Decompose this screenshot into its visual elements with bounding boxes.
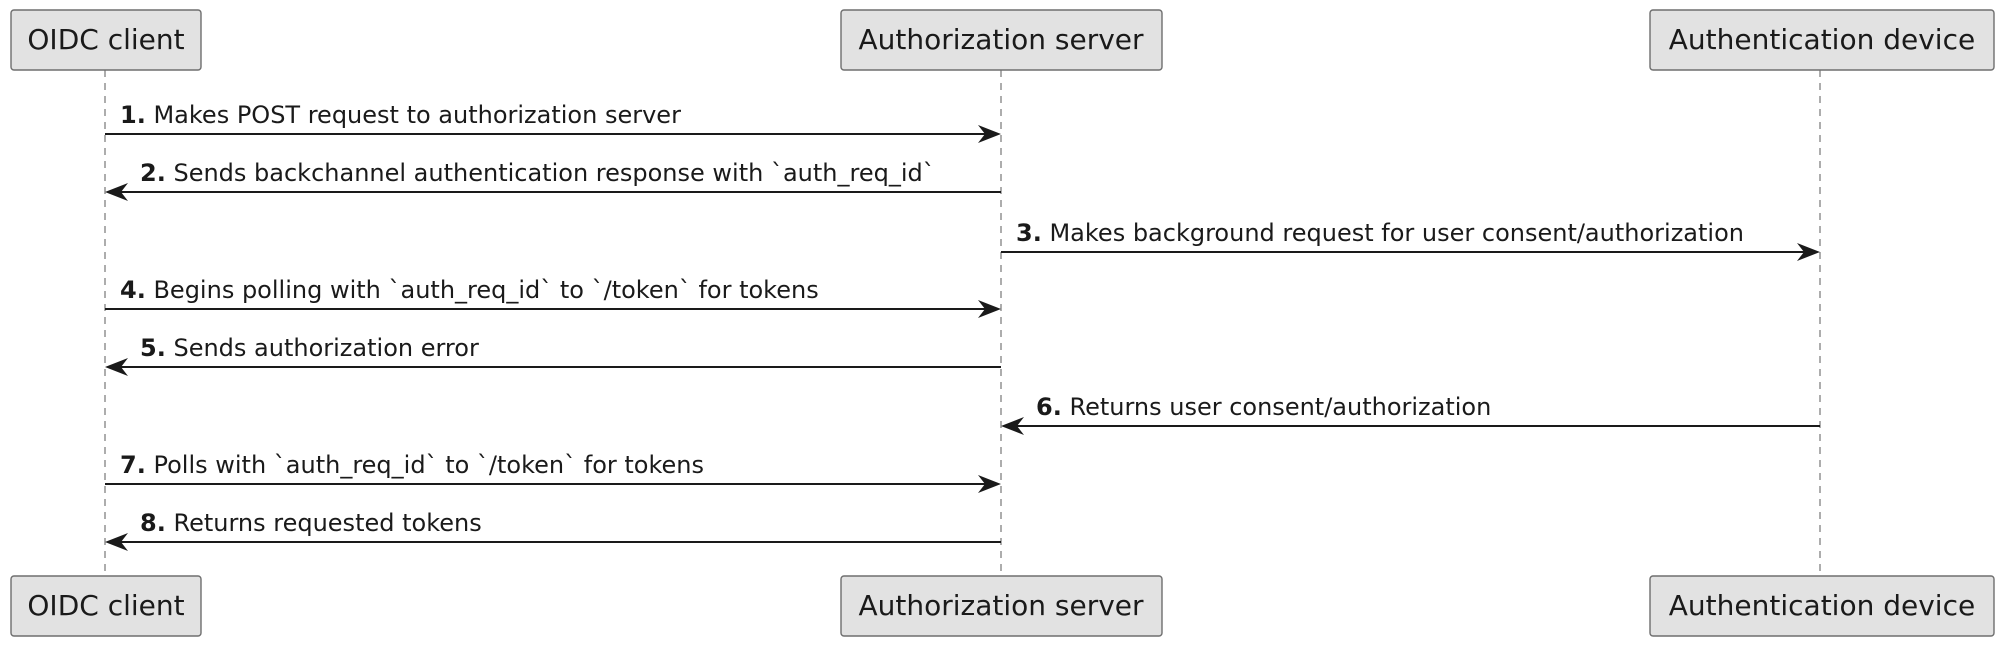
message-text: Sends backchannel authentication respons… bbox=[173, 159, 934, 187]
message-text: Polls with `auth_req_id` to `/token` for… bbox=[153, 451, 704, 479]
message-number: 4. bbox=[120, 276, 146, 304]
message-number: 8. bbox=[140, 509, 166, 537]
message-8: 8. Returns requested tokens bbox=[105, 509, 1001, 551]
svg-text:5. Sends authorization error: 5. Sends authorization error bbox=[140, 334, 479, 362]
svg-text:7. Polls with `auth_req_id` to: 7. Polls with `auth_req_id` to `/token` … bbox=[120, 451, 704, 479]
message-text: Returns requested tokens bbox=[173, 509, 481, 537]
message-text: Makes POST request to authorization serv… bbox=[153, 101, 681, 129]
message-6: 6. Returns user consent/authorization bbox=[1001, 393, 1820, 435]
svg-text:6. Returns user consent/author: 6. Returns user consent/authorization bbox=[1036, 393, 1491, 421]
message-4: 4. Begins polling with `auth_req_id` to … bbox=[105, 276, 1001, 318]
participant-authentication-device-bottom: Authentication device bbox=[1649, 575, 1995, 637]
arrowhead-left-icon bbox=[1001, 417, 1024, 435]
participant-authentication-device-top: Authentication device bbox=[1649, 9, 1995, 71]
svg-text:1. Makes POST request to autho: 1. Makes POST request to authorization s… bbox=[120, 101, 681, 129]
message-number: 5. bbox=[140, 334, 166, 362]
participant-label: Authentication device bbox=[1669, 23, 1975, 56]
message-number: 3. bbox=[1016, 219, 1042, 247]
message-number: 1. bbox=[120, 101, 146, 129]
participant-label: Authentication device bbox=[1669, 589, 1975, 622]
message-text: Sends authorization error bbox=[173, 334, 478, 362]
arrowhead-left-icon bbox=[105, 183, 128, 201]
participant-authorization-server-top: Authorization server bbox=[840, 9, 1163, 71]
message-text: Begins polling with `auth_req_id` to `/t… bbox=[153, 276, 818, 304]
message-number: 7. bbox=[120, 451, 146, 479]
participant-label: OIDC client bbox=[27, 23, 184, 56]
message-text: Makes background request for user consen… bbox=[1049, 219, 1744, 247]
arrowhead-right-icon bbox=[978, 125, 1001, 143]
message-text: Returns user consent/authorization bbox=[1069, 393, 1491, 421]
message-number: 2. bbox=[140, 159, 166, 187]
message-7: 7. Polls with `auth_req_id` to `/token` … bbox=[105, 451, 1001, 493]
participant-authorization-server-bottom: Authorization server bbox=[840, 575, 1163, 637]
message-1: 1. Makes POST request to authorization s… bbox=[105, 101, 1001, 143]
participant-oidc-client-top: OIDC client bbox=[10, 9, 202, 71]
svg-text:3. Makes background request fo: 3. Makes background request for user con… bbox=[1016, 219, 1744, 247]
participant-label: Authorization server bbox=[858, 23, 1144, 56]
svg-text:8. Returns requested tokens: 8. Returns requested tokens bbox=[140, 509, 482, 537]
participant-label: OIDC client bbox=[27, 589, 184, 622]
svg-text:2. Sends backchannel authentic: 2. Sends backchannel authentication resp… bbox=[140, 159, 935, 187]
message-3: 3. Makes background request for user con… bbox=[1001, 219, 1820, 261]
arrowhead-right-icon bbox=[978, 475, 1001, 493]
svg-text:4. Begins polling with `auth_r: 4. Begins polling with `auth_req_id` to … bbox=[120, 276, 819, 304]
arrowhead-left-icon bbox=[105, 358, 128, 376]
arrowhead-right-icon bbox=[978, 300, 1001, 318]
participant-oidc-client-bottom: OIDC client bbox=[10, 575, 202, 637]
arrowhead-left-icon bbox=[105, 533, 128, 551]
message-number: 6. bbox=[1036, 393, 1062, 421]
arrowhead-right-icon bbox=[1797, 243, 1820, 261]
message-2: 2. Sends backchannel authentication resp… bbox=[105, 159, 1001, 201]
participant-label: Authorization server bbox=[858, 589, 1144, 622]
message-5: 5. Sends authorization error bbox=[105, 334, 1001, 376]
